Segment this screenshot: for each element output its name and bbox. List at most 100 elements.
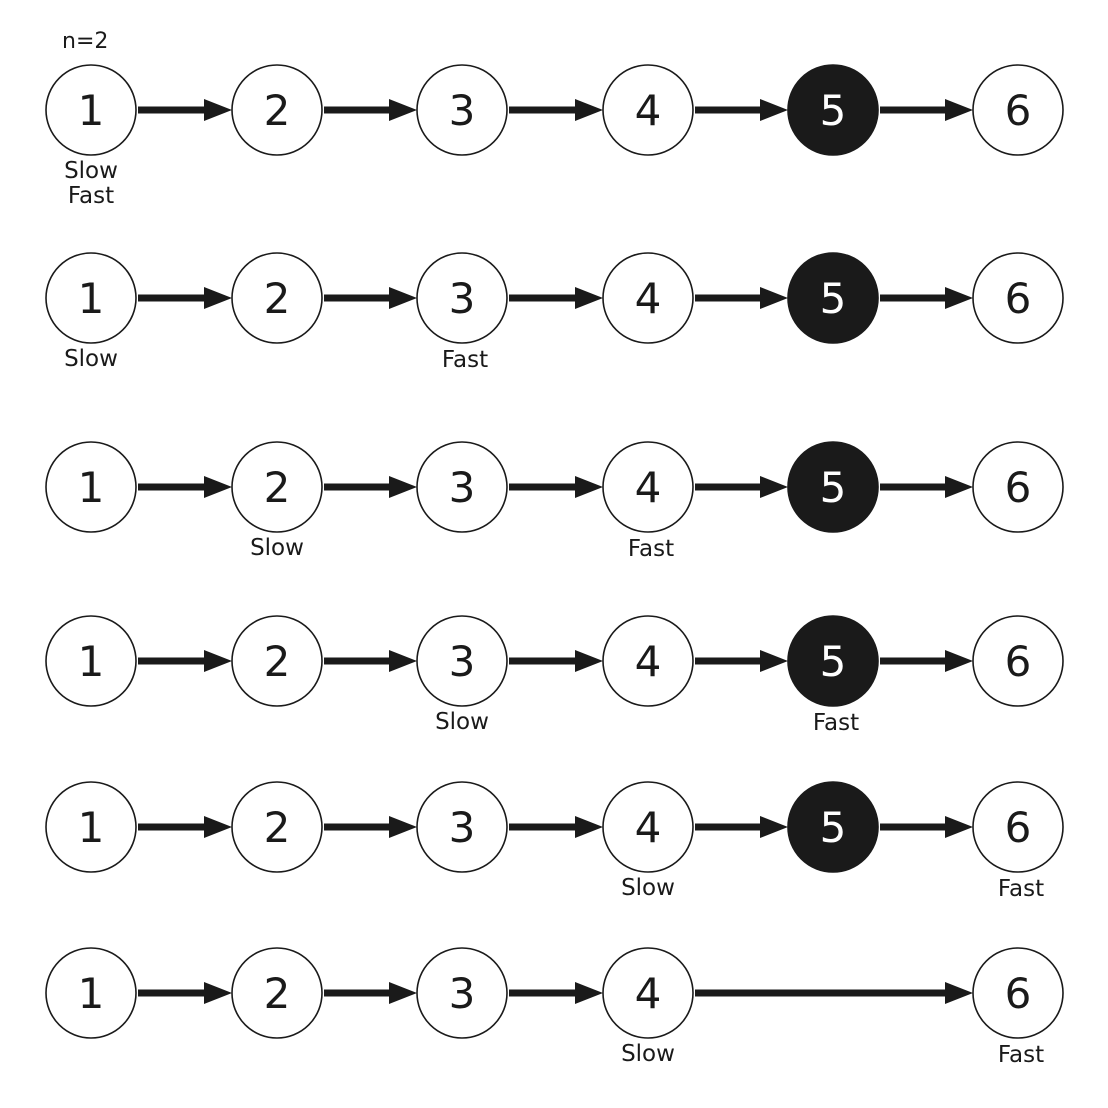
node-circle <box>231 947 323 1039</box>
node-value: 4 <box>635 637 662 686</box>
node-value: 1 <box>78 463 105 512</box>
arrowhead <box>575 99 603 121</box>
node-value: 2 <box>264 274 291 323</box>
fast-pointer-label: Fast <box>628 536 674 562</box>
node-value: 1 <box>78 969 105 1018</box>
node-circle-highlighted <box>787 441 879 533</box>
node-circle <box>972 781 1064 873</box>
slow-pointer-label: Slow <box>621 1041 675 1067</box>
list-node: 6 <box>972 615 1064 707</box>
list-node: 4 <box>602 441 694 533</box>
node-circle-highlighted <box>787 615 879 707</box>
node-value: 2 <box>264 803 291 852</box>
list-node: 1 <box>45 947 137 1039</box>
node-circle <box>45 252 137 344</box>
slow-pointer-label: Slow <box>64 158 118 184</box>
node-value: 5 <box>820 637 847 686</box>
arrowhead <box>575 287 603 309</box>
arrowhead <box>945 99 973 121</box>
slow-pointer-label: Slow <box>621 875 675 901</box>
arrowhead <box>945 287 973 309</box>
node-circle <box>972 615 1064 707</box>
node-value: 6 <box>1005 969 1032 1018</box>
arrowhead <box>760 287 788 309</box>
node-circle <box>602 781 694 873</box>
node-circle <box>231 252 323 344</box>
node-circle <box>45 441 137 533</box>
node-value: 6 <box>1005 803 1032 852</box>
node-circle <box>416 781 508 873</box>
arrowhead <box>945 982 973 1004</box>
list-node: 6 <box>972 64 1064 156</box>
list-node: 2 <box>231 947 323 1039</box>
node-circle <box>416 441 508 533</box>
list-node: 1 <box>45 64 137 156</box>
node-value: 2 <box>264 86 291 135</box>
node-value: 5 <box>820 803 847 852</box>
list-node: 1 <box>45 781 137 873</box>
fast-pointer-label: Fast <box>442 347 488 373</box>
node-circle <box>45 615 137 707</box>
n-parameter-label: n=2 <box>62 29 108 54</box>
node-circle-highlighted <box>787 64 879 156</box>
arrowhead <box>204 287 232 309</box>
node-circle <box>416 252 508 344</box>
node-value: 6 <box>1005 463 1032 512</box>
list-node: 3 <box>416 615 508 707</box>
arrowhead <box>389 476 417 498</box>
node-circle <box>972 441 1064 533</box>
node-circle-highlighted <box>787 781 879 873</box>
arrowhead <box>575 650 603 672</box>
list-node: 2 <box>231 441 323 533</box>
node-value: 1 <box>78 86 105 135</box>
arrowhead <box>204 99 232 121</box>
arrowhead <box>945 476 973 498</box>
node-value: 3 <box>449 637 476 686</box>
list-node: 1 <box>45 615 137 707</box>
node-value: 4 <box>635 803 662 852</box>
list-node: 5 <box>787 441 879 533</box>
list-node: 4 <box>602 64 694 156</box>
node-value: 4 <box>635 86 662 135</box>
arrowhead <box>575 476 603 498</box>
arrowhead <box>204 476 232 498</box>
list-node: 4 <box>602 252 694 344</box>
node-value: 5 <box>820 86 847 135</box>
list-node: 4 <box>602 615 694 707</box>
node-circle <box>45 64 137 156</box>
list-node: 3 <box>416 64 508 156</box>
node-circle <box>602 615 694 707</box>
node-value: 2 <box>264 969 291 1018</box>
node-value: 3 <box>449 803 476 852</box>
arrowhead <box>389 287 417 309</box>
arrowhead <box>760 99 788 121</box>
arrowhead <box>204 650 232 672</box>
node-circle <box>231 781 323 873</box>
node-circle <box>231 441 323 533</box>
node-value: 6 <box>1005 86 1032 135</box>
node-value: 3 <box>449 86 476 135</box>
node-circle <box>602 441 694 533</box>
arrowhead <box>575 816 603 838</box>
node-circle <box>972 947 1064 1039</box>
arrowhead <box>945 650 973 672</box>
node-value: 1 <box>78 637 105 686</box>
list-node: 3 <box>416 441 508 533</box>
list-node: 2 <box>231 615 323 707</box>
fast-pointer-label: Fast <box>998 1042 1044 1068</box>
arrowhead <box>945 816 973 838</box>
list-node: 5 <box>787 64 879 156</box>
arrowhead <box>389 816 417 838</box>
arrowhead <box>389 650 417 672</box>
list-node: 4 <box>602 781 694 873</box>
node-circle <box>972 64 1064 156</box>
list-node: 2 <box>231 64 323 156</box>
list-node: 6 <box>972 781 1064 873</box>
list-node: 6 <box>972 947 1064 1039</box>
slow-pointer-label: Slow <box>250 535 304 561</box>
